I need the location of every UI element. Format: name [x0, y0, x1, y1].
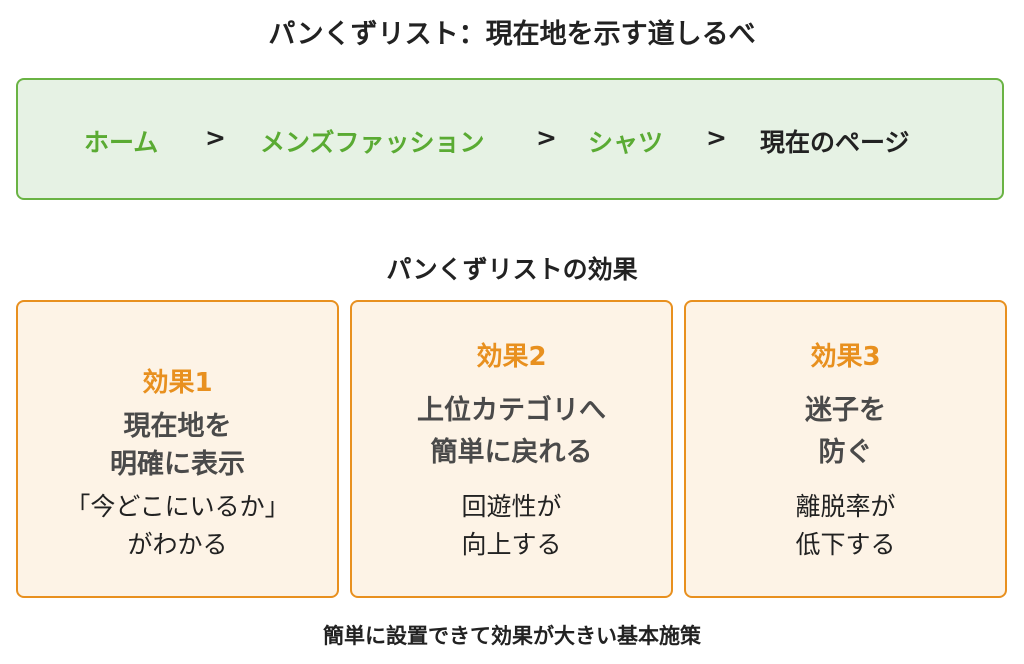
card-sub-line: がわかる [127, 530, 228, 559]
card-sub-line: 回遊性が [461, 492, 562, 521]
breadcrumb-separator: > [205, 123, 226, 152]
footer-note: 簡単に設置できて効果が大きい基本施策 [323, 624, 701, 648]
card-sub-line: 向上する [461, 530, 562, 559]
effects-subtitle: パンくずリストの効果 [386, 255, 638, 284]
card-heading: 効果2 [476, 342, 547, 372]
card-main-line: 簡単に戻れる [430, 437, 593, 468]
card-sub-line: 低下する [795, 530, 896, 559]
card-heading: 効果3 [810, 342, 881, 372]
effect-card-1: 効果1 現在地を 明確に表示 「今どこにいるか」 がわかる [16, 300, 339, 598]
card-main-line: 迷子を [805, 395, 886, 426]
breadcrumb-item-shirts[interactable]: シャツ [588, 128, 664, 157]
effect-card-2: 効果2 上位カテゴリへ 簡単に戻れる 回遊性が 向上する [350, 300, 673, 598]
breadcrumb-separator: > [706, 123, 727, 152]
breadcrumb-separator: > [536, 123, 557, 152]
card-heading: 効果1 [142, 368, 213, 398]
breadcrumb-item-mens-fashion[interactable]: メンズファッション [260, 128, 485, 157]
card-main-line: 明確に表示 [110, 449, 245, 480]
card-sub-line: 「今どこにいるか」 [65, 492, 290, 521]
card-main-line: 上位カテゴリへ [417, 395, 606, 426]
effect-card-3: 効果3 迷子を 防ぐ 離脱率が 低下する [684, 300, 1007, 598]
breadcrumb-box [16, 78, 1004, 200]
breadcrumb-item-home[interactable]: ホーム [84, 128, 159, 157]
card-main-line: 防ぐ [818, 437, 873, 468]
card-main-line: 現在地を [123, 411, 232, 442]
breadcrumb-item-current: 現在のページ [760, 128, 910, 157]
diagram-title: パンくずリスト：現在地を示す道しるべ [268, 19, 756, 50]
card-sub-line: 離脱率が [795, 492, 896, 521]
